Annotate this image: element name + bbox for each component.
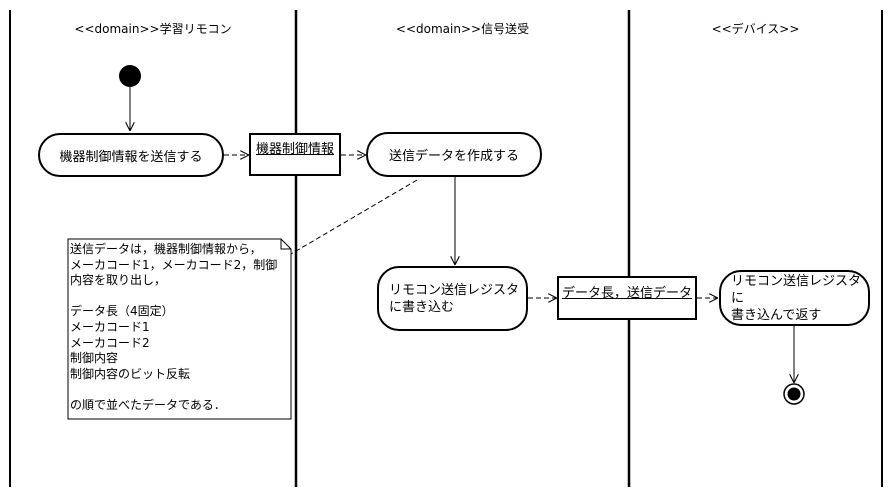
swimlane-title-device: <<デバイス>>	[711, 22, 800, 36]
action-label: 機器制御情報を送信する	[59, 149, 203, 165]
object-label: データ長，送信データ	[561, 286, 692, 301]
note-text: 送信データは，機器制御情報から， メーカコード1，メーカコード2，制御 内容を取…	[70, 242, 278, 412]
final-node-inner	[787, 387, 801, 401]
action-create-send-data[interactable]: 送信データを作成する	[366, 132, 542, 177]
action-write-register[interactable]: リモコン送信レジスタ に書き込む	[377, 266, 528, 331]
note-fold	[280, 239, 291, 250]
initial-node	[119, 65, 141, 87]
note-shape	[67, 238, 292, 420]
action-write-and-return[interactable]: リモコン送信レジスタに 書き込んで返す	[719, 270, 870, 326]
swimlane-title-signal-transceive: <<domain>>信号送受	[395, 22, 530, 36]
object-data-length-send-data[interactable]: データ長，送信データ	[557, 276, 697, 320]
action-label: リモコン送信レジスタに 書き込んで返す	[731, 273, 862, 323]
swimlane-title-learning-remote: <<domain>>学習リモコン	[74, 22, 232, 36]
note-anchor-line	[290, 179, 418, 255]
action-send-device-info[interactable]: 機器制御情報を送信する	[38, 133, 224, 177]
object-label: 機器制御情報	[255, 142, 334, 157]
action-label: 送信データを作成する	[388, 149, 519, 164]
action-label: リモコン送信レジスタ に書き込む	[389, 282, 520, 315]
object-device-control-info[interactable]: 機器制御情報	[249, 133, 341, 176]
